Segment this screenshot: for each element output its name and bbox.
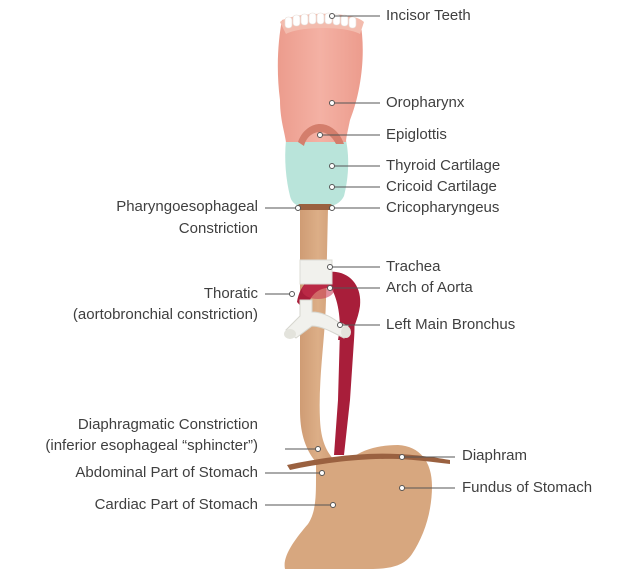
esophagus-tube (300, 208, 336, 462)
dot-oropharynx (330, 101, 335, 106)
dot-fundus (400, 486, 405, 491)
label-left-main-bronchus: Left Main Bronchus (386, 315, 515, 334)
label-epiglottis: Epiglottis (386, 125, 447, 144)
dot-cricoid (330, 185, 335, 190)
dot-thyroid (330, 164, 335, 169)
bronchus-end-left (284, 329, 296, 339)
cartilage (285, 140, 348, 208)
cricopharyngeus-band (298, 204, 332, 210)
label-oropharynx: Oropharynx (386, 93, 464, 112)
dot-epiglottis (318, 133, 323, 138)
dot-diaphragmatic (316, 447, 321, 452)
label-fundus-of-stomach: Fundus of Stomach (462, 478, 592, 497)
dot-cricopharyngeus (330, 206, 335, 211)
label-thoratic-line1: Thoratic (73, 284, 258, 303)
dot-cardiac (331, 503, 336, 508)
label-diaphram: Diaphram (462, 446, 527, 465)
dot-abdominal (320, 471, 325, 476)
label-abdominal-part: Abdominal Part of Stomach (75, 463, 258, 482)
oropharynx (278, 16, 363, 143)
label-pharyngoesophageal: Pharyngoesophageal Constriction (116, 197, 258, 238)
trachea (300, 260, 332, 284)
label-diaphragmatic-line2: (inferior esophageal “sphincter”) (45, 436, 258, 455)
dot-aorta (328, 286, 333, 291)
label-diaphragmatic: Diaphragmatic Constriction (inferior eso… (45, 415, 258, 455)
dot-pharyngoesophageal (296, 206, 301, 211)
label-arch-of-aorta: Arch of Aorta (386, 278, 473, 297)
label-diaphragmatic-line1: Diaphragmatic Constriction (45, 415, 258, 434)
label-thyroid-cartilage: Thyroid Cartilage (386, 156, 500, 175)
dot-trachea (328, 265, 333, 270)
dot-incisor (330, 14, 335, 19)
label-incisor-teeth: Incisor Teeth (386, 6, 471, 25)
dot-bronchus (338, 323, 343, 328)
label-pharyngoesophageal-line2: Constriction (116, 219, 258, 238)
dot-thoratic (290, 292, 295, 297)
label-thoratic: Thoratic (aortobronchial constriction) (73, 284, 258, 324)
bronchus-end-right (341, 326, 351, 338)
label-trachea: Trachea (386, 257, 440, 276)
label-cardiac-part: Cardiac Part of Stomach (95, 495, 258, 514)
label-cricopharyngeus: Cricopharyngeus (386, 198, 499, 217)
label-thoratic-line2: (aortobronchial constriction) (73, 305, 258, 324)
label-pharyngoesophageal-line1: Pharyngoesophageal (116, 197, 258, 216)
label-cricoid-cartilage: Cricoid Cartilage (386, 177, 497, 196)
dot-diaphram (400, 455, 405, 460)
